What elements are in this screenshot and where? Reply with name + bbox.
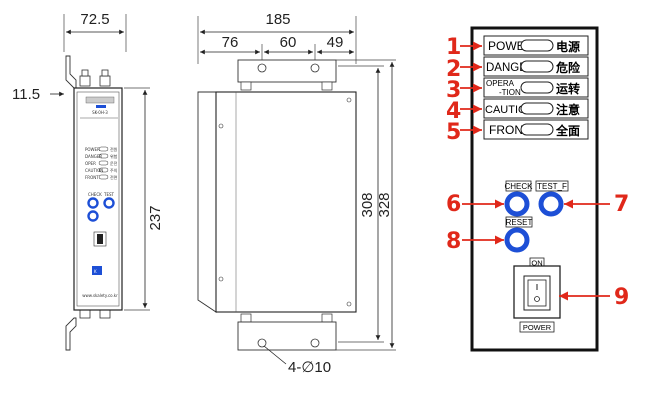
svg-text:K: K [94, 269, 97, 274]
indicator-operation: OPERA -TION 运转 [483, 77, 589, 98]
side-seg2-dimension: 60 [280, 34, 297, 51]
callout-5: 5 [446, 120, 461, 145]
indicator-power: POWER 电源 [483, 35, 589, 56]
callout-2: 2 [446, 57, 461, 82]
svg-text:전원: 전원 [110, 146, 118, 152]
front-width-dimension: 72.5 [80, 11, 109, 28]
callout-3: 3 [446, 78, 461, 103]
front-check-button[interactable] [87, 197, 99, 209]
svg-text:FRONT: FRONT [489, 123, 531, 137]
operation-lamp [520, 81, 554, 94]
side-width-dimension: 185 [265, 11, 290, 28]
front-housing [73, 87, 123, 311]
switch-power-label: POWER [523, 323, 552, 332]
indicator-front: FRONT 全面 [483, 119, 589, 140]
power-lamp [520, 39, 554, 52]
callout-4: 4 [446, 99, 461, 124]
svg-text:CAUTION: CAUTION [85, 168, 103, 173]
indicator-danger: DANGER 危险 [483, 56, 589, 77]
kc-mark-icon [92, 266, 102, 275]
callout-7: 7 [614, 192, 629, 217]
front-test-button[interactable] [103, 197, 115, 209]
caution-lamp [520, 102, 554, 115]
callout-8: 8 [446, 229, 461, 254]
indicator-caution: CAUTION 注意 [483, 98, 589, 119]
svg-text:운전: 운전 [110, 160, 118, 166]
front-power-switch[interactable] [97, 234, 103, 244]
svg-text:-TION: -TION [499, 88, 521, 97]
panel-detail: POWER 电源 DANGER 危险 OPERA -TION 运转 CAUTIO… [470, 26, 599, 352]
website-label: www.skalety.co.kr [82, 293, 118, 298]
front-view: 72.5 11.5 SK-0H-3 POWER DANGER OPER CAUT… [12, 11, 164, 351]
callout-9: 9 [614, 285, 629, 310]
svg-text:CHECK: CHECK [504, 182, 533, 191]
holes-dimension: 4-∅10 [288, 359, 331, 376]
svg-text:TEST: TEST [103, 192, 115, 197]
model-label: SK-0H-3 [92, 110, 108, 115]
svg-text:电源: 电源 [556, 39, 580, 54]
front-offset-dimension: 11.5 [12, 86, 40, 103]
side-view: 185 76 60 49 4-∅10 [197, 11, 396, 376]
svg-text:TEST_F: TEST_F [537, 182, 567, 191]
check-button[interactable] [504, 191, 530, 217]
svg-text:OPERA: OPERA [486, 79, 515, 88]
side-seg1-dimension: 76 [222, 34, 239, 51]
front-reset-button[interactable] [87, 210, 99, 222]
side-height-inner-dimension: 308 [359, 192, 376, 217]
side-height-outer-dimension: 328 [376, 192, 393, 217]
svg-text:CHECK: CHECK [88, 192, 102, 197]
svg-text:FRONT: FRONT [85, 175, 99, 180]
svg-text:OPER: OPER [85, 161, 96, 166]
svg-text:POWER: POWER [85, 147, 100, 152]
front-height-dimension: 237 [147, 205, 164, 230]
callout-6: 6 [446, 192, 461, 217]
svg-text:危险: 危险 [555, 60, 581, 75]
side-housing [215, 91, 357, 313]
switch-on-label: ON [531, 259, 542, 268]
danger-lamp [520, 60, 554, 73]
svg-text:运转: 运转 [556, 81, 580, 96]
svg-text:위험: 위험 [110, 153, 118, 159]
callout-1: 1 [446, 35, 461, 60]
svg-text:RESET: RESET [506, 218, 533, 227]
side-seg3-dimension: 49 [327, 34, 344, 51]
callouts: 1 2 3 4 5 6 7 8 9 [446, 35, 629, 310]
svg-text:注意: 注意 [556, 102, 580, 117]
front-indicator-list: POWER DANGER OPER CAUTION FRONT 전원 위험 운전… [85, 146, 118, 180]
svg-text:전면: 전면 [110, 174, 118, 180]
reset-button[interactable] [504, 227, 530, 253]
svg-text:주의: 주의 [110, 167, 118, 173]
svg-text:DANGER: DANGER [85, 154, 102, 159]
power-switch[interactable] [527, 279, 547, 307]
svg-text:全面: 全面 [555, 123, 580, 138]
front-lamp [520, 123, 554, 136]
test-button[interactable] [538, 191, 564, 217]
